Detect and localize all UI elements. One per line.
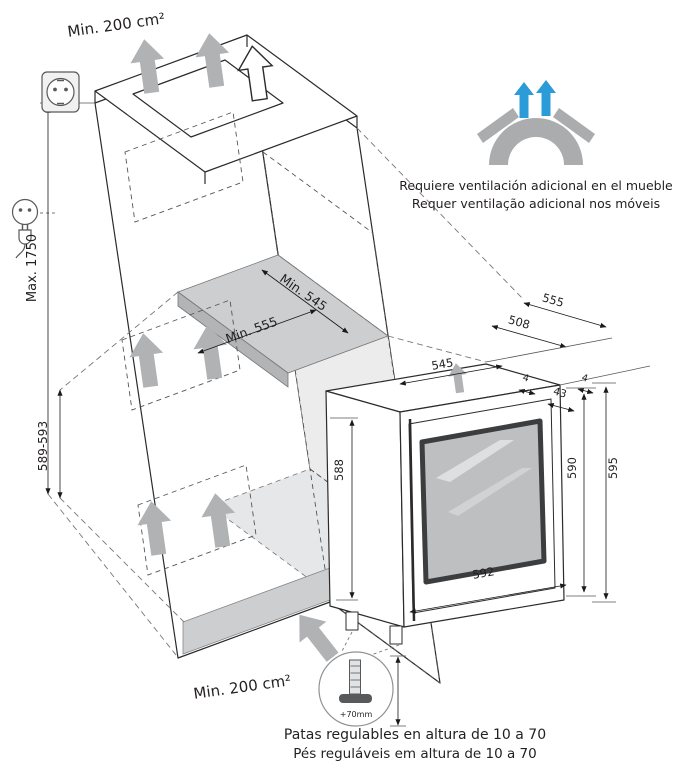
appliance-left-panel [325, 390, 405, 628]
socket-pin-hole [53, 87, 57, 92]
dim-592-label: 592 [471, 564, 495, 582]
dimension-line-508 [491, 325, 567, 348]
niche-height-label: 589-593 [36, 421, 50, 471]
bottom-vent-area-label: Min. 200 cm² [192, 671, 292, 703]
socket-pin-hole [27, 208, 32, 212]
vent-airflow-arrow-icon [536, 80, 556, 116]
dimension-line-4-front [518, 388, 536, 396]
plug-socket-icon [11, 198, 39, 259]
front-vent-cutout-bottom [137, 464, 257, 576]
appliance-door-glass [419, 418, 547, 585]
top-compartment-opening [262, 150, 389, 338]
extension-lines [40, 102, 651, 603]
foot-leader-dash [370, 644, 400, 656]
socket-round [46, 77, 75, 107]
front-vent-cutout-middle [121, 299, 241, 411]
max-socket-height-label: Max. 1750 [25, 234, 40, 302]
ventilation-icon [477, 80, 595, 165]
foot-leader-dash [340, 631, 353, 654]
plug-cord [15, 243, 26, 259]
dim-508-label: 508 [507, 312, 532, 332]
ventilation-note-es: Requiere ventilación adicional en el mue… [399, 178, 673, 193]
dim-590-label: 590 [565, 457, 579, 479]
appliance-foot [389, 625, 403, 645]
vent-arch-shape [489, 118, 583, 165]
dim-4-front-label: 4 [521, 372, 530, 384]
plug-icon [18, 229, 32, 245]
wall-socket-icon [41, 71, 80, 113]
feet-note-es: Patas regulables en altura de 10 a 70 [284, 727, 546, 743]
extension-line [485, 337, 613, 363]
glass-highlight [436, 440, 514, 482]
dimension-line-592 [409, 583, 567, 614]
vent-airflow-arrow-icon [514, 82, 534, 118]
foot-detail-label: +70mm [340, 710, 373, 719]
foot-base [339, 694, 372, 703]
dimension-line-4-rear [577, 388, 594, 394]
ventilation-note-pt: Requer ventilação adicional nos móveis [412, 196, 660, 211]
socket-pin-hole [18, 208, 23, 212]
top-vent-area-label: Min. 200 cm² [66, 9, 166, 41]
dimension-lines [45, 106, 609, 614]
dim-545-label: 545 [430, 355, 454, 373]
dim-595-label: 595 [606, 457, 620, 479]
dimension-line-555 [523, 302, 607, 328]
cabinet-top-vent-slot [132, 59, 284, 138]
vent-counter-right [553, 108, 595, 143]
socket-pin-hole [64, 87, 68, 92]
foot-screw-stem [349, 659, 361, 695]
dimension-line-niche-width [261, 269, 349, 334]
front-vent-cutout-top [124, 111, 244, 223]
dim-555-label: 555 [541, 290, 566, 310]
dashed-projection-line [387, 335, 487, 363]
appliance-foot [345, 611, 359, 631]
dim-4-rear-label: 4 [580, 372, 589, 384]
dimension-line-43 [547, 403, 575, 412]
feet-note-pt: Pés reguláveis em altura de 10 a 70 [293, 746, 536, 762]
extension-line [559, 365, 651, 386]
dashed-projection-line [47, 493, 177, 656]
appliance [325, 361, 565, 645]
foot-detail: +70mm [318, 631, 406, 727]
dim-43-label: 43 [552, 386, 568, 401]
dashed-projection-line [59, 291, 179, 391]
glass-highlight [448, 468, 532, 516]
socket-round [11, 198, 39, 226]
dim-588-label: 588 [332, 459, 346, 481]
vent-counter-left [477, 108, 519, 143]
dimension-line-545 [399, 364, 503, 386]
